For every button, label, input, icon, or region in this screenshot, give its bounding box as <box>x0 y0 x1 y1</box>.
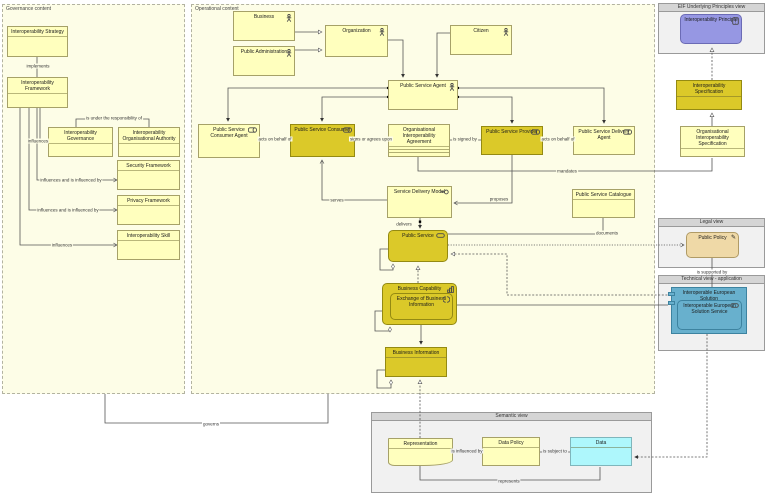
role-icon <box>530 128 540 135</box>
interaction-icon <box>442 295 451 303</box>
node-business[interactable]: Business <box>233 11 295 41</box>
node-interoperable-european-solution-service[interactable]: Interoperable European Solution Service <box>677 300 742 330</box>
node-organisational-interoperability-agreement[interactable]: Organisational Interoperability Agreemen… <box>388 124 450 157</box>
group-title: Legal view <box>659 219 764 227</box>
group-title: Governance content <box>6 6 52 12</box>
node-organisational-interoperability-specification[interactable]: Organisational Interoperability Specific… <box>680 126 745 157</box>
relation-label-supported-by: is supported by <box>695 269 729 275</box>
node-data[interactable]: Data <box>570 437 632 466</box>
node-citizen[interactable]: Citizen <box>450 25 512 55</box>
node-business-information[interactable]: Business Information <box>385 347 447 377</box>
node-public-service-consumer[interactable]: Public Service Consumer <box>290 124 355 157</box>
component-icon <box>668 292 675 296</box>
service-icon <box>436 232 445 238</box>
node-organization[interactable]: Organization <box>325 25 388 57</box>
node-public-service[interactable]: Public Service <box>388 230 448 262</box>
principle-icon <box>732 16 739 25</box>
group-eif-principles-view[interactable]: EIF Underlying Principles view <box>658 3 765 54</box>
component-icon <box>668 301 675 305</box>
node-privacy-framework[interactable]: Privacy Framework <box>117 195 180 225</box>
actor-icon <box>286 13 292 22</box>
node-public-policy[interactable]: ✎ Public Policy <box>686 232 739 258</box>
actor-icon <box>286 48 292 57</box>
node-security-framework[interactable]: Security Framework <box>117 160 180 190</box>
node-public-administration[interactable]: Public Administration <box>233 46 295 76</box>
node-public-service-catalogue[interactable]: Public Service Catalogue <box>572 189 635 218</box>
node-interoperability-strategy[interactable]: Interoperability Strategy <box>7 26 68 57</box>
role-icon <box>247 126 257 133</box>
actor-icon <box>449 82 455 91</box>
service-icon <box>730 302 739 308</box>
node-representation[interactable]: Representation <box>388 438 453 466</box>
role-icon <box>342 126 352 133</box>
group-title: Operational content <box>195 6 239 12</box>
node-public-service-delivery-agent[interactable]: Public Service Delivery Agent <box>573 126 635 155</box>
node-interoperability-skill[interactable]: Interoperability Skill <box>117 230 180 260</box>
node-public-service-consumer-agent[interactable]: Public Service Consumer Agent <box>198 124 260 158</box>
node-exchange-of-business-information[interactable]: Exchange of Business Information <box>390 293 453 320</box>
node-interoperability-framework[interactable]: Interoperability Framework <box>7 77 68 108</box>
node-interoperability-organisational-authority[interactable]: Interoperability Organisational Authorit… <box>118 127 180 157</box>
actor-icon <box>503 27 509 36</box>
node-interoperability-principle[interactable]: Interoperability Principle <box>680 14 742 44</box>
interface-icon <box>440 189 449 195</box>
node-data-policy[interactable]: Data Policy <box>482 437 540 466</box>
node-interoperability-specification[interactable]: Interoperability Specification <box>676 80 742 110</box>
node-interoperability-governance[interactable]: Interoperability Governance <box>48 127 113 157</box>
group-title: Technical view - application <box>659 276 764 284</box>
role-icon <box>622 128 632 135</box>
actor-icon <box>379 27 385 36</box>
group-title: Semantic view <box>372 413 651 421</box>
node-service-delivery-model[interactable]: Service Delivery Model <box>387 186 452 218</box>
group-title: EIF Underlying Principles view <box>659 4 764 12</box>
pen-icon: ✎ <box>730 234 736 241</box>
node-public-service-provider[interactable]: Public Service Provider <box>481 126 543 155</box>
capability-icon <box>447 285 454 293</box>
relation-governs-line[interactable] <box>104 394 329 424</box>
relation-label-governs: governs <box>201 421 221 427</box>
node-public-service-agent[interactable]: Public Service Agent <box>388 80 458 110</box>
